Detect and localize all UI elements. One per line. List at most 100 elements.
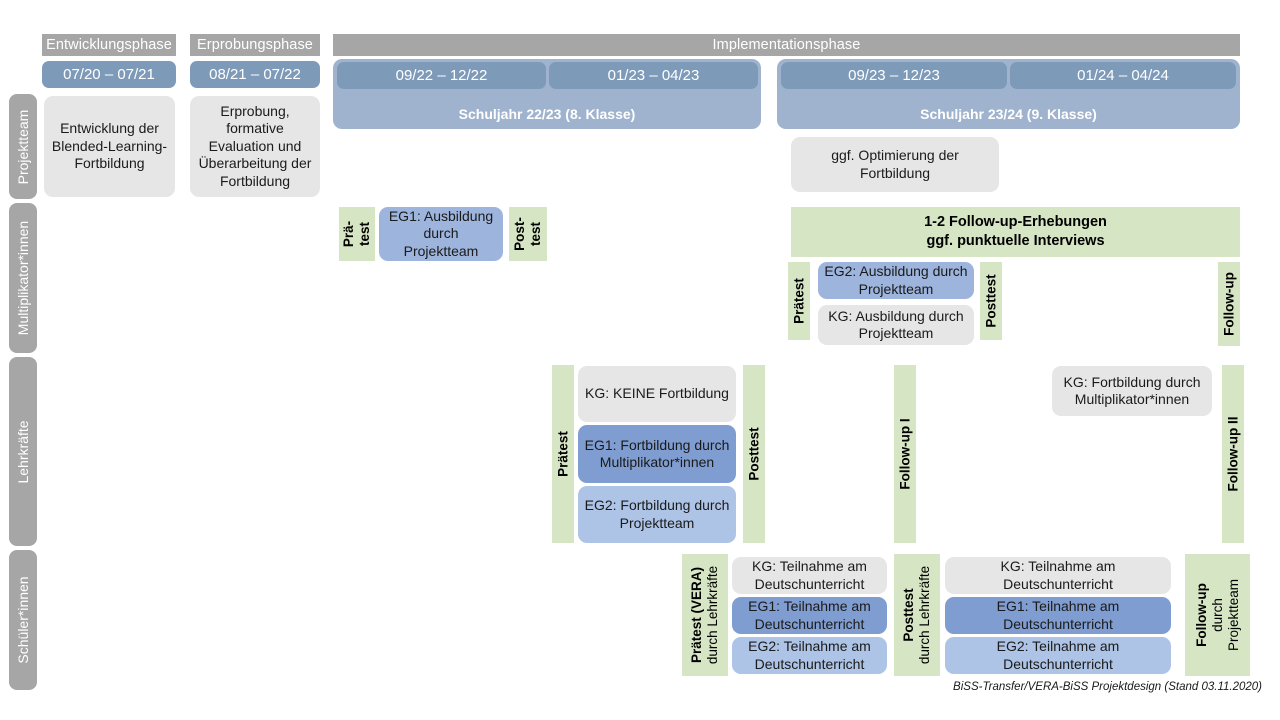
schueler-kg-2-label: KG: Teilnahme am Deutschunterricht: [1000, 558, 1116, 592]
schueler-praetest-vstack: Prätest (VERA) durch Lehrkräfte: [689, 566, 721, 664]
lehrkraefte-kg-fortbildung-label: KG: Fortbildung durch Multiplikator*inne…: [1063, 373, 1201, 408]
period-label: 01/23 – 04/23: [607, 67, 700, 84]
schueler-followup-strip: Follow-up durch Projektteam: [1185, 554, 1250, 676]
schueler-posttest-strip: Posttest durch Lehrkräfte: [894, 554, 940, 676]
lehrkraefte-eg2-label: EG2: Fortbildung durch Projektteam: [584, 497, 730, 531]
phase-header-erprobungsphase: Erprobungsphase: [190, 34, 320, 56]
schueler-posttest-vstack: Posttest durch Lehrkräfte: [901, 566, 933, 664]
multiplikatoren-kg-label: KG: Ausbildung durch Projektteam: [828, 307, 964, 342]
schueler-followup-sub1: durch: [1209, 598, 1225, 632]
period-bar-07-20-07-21: 07/20 – 07/21: [42, 61, 176, 88]
multiplikatoren-eg2-box: EG2: Ausbildung durch Projektteam: [818, 262, 974, 299]
lehrkraefte-followup-2-label: Follow-up II: [1225, 416, 1241, 492]
multiplikatoren-posttest-2-strip: Posttest: [980, 262, 1002, 340]
school-year-label: Schuljahr 22/23 (8. Klasse): [458, 106, 636, 122]
period-bar-09-23-12-23: 09/23 – 12/23: [781, 62, 1007, 89]
schueler-kg-1-box: KG: Teilnahme am Deutschunterricht: [732, 557, 887, 594]
multiplikatoren-praetest-1-line1: Prä-: [341, 220, 357, 248]
multiplikatoren-posttest-1-strip: Post- test: [509, 207, 547, 261]
phase-header-label: Erprobungsphase: [197, 37, 313, 53]
projektteam-entwicklung-label: Entwicklung der Blended-Learning-Fortbil…: [51, 120, 168, 172]
multiplikatoren-kg-box: KG: Ausbildung durch Projektteam: [818, 305, 974, 345]
lehrkraefte-eg1-box: EG1: Fortbildung durch Multiplikator*inn…: [578, 425, 736, 483]
multiplikatoren-praetest-2-label: Prätest: [791, 278, 807, 324]
multiplikatoren-posttest-1-vstack: Post- test: [512, 217, 544, 251]
phase-header-entwicklungsphase: Entwicklungsphase: [42, 34, 176, 56]
multiplikatoren-posttest-1-line2: test: [528, 222, 543, 247]
projektteam-optimierung-box: ggf. Optimierung der Fortbildung: [791, 137, 999, 192]
lehrkraefte-eg2-box: EG2: Fortbildung durch Projektteam: [578, 486, 736, 543]
schueler-praetest-strip: Prätest (VERA) durch Lehrkräfte: [682, 554, 728, 676]
multiplikatoren-followup-label: Follow-up: [1221, 272, 1237, 336]
lehrkraefte-kg-keine-label: KG: KEINE Fortbildung: [585, 385, 729, 402]
schueler-eg2-1-label: EG2: Teilnahme am Deutschunterricht: [748, 638, 871, 672]
schueler-praetest-sub: durch Lehrkräfte: [705, 565, 720, 665]
lehrkraefte-posttest-label: Posttest: [746, 427, 762, 481]
schueler-eg1-1-label: EG1: Teilnahme am Deutschunterricht: [748, 598, 871, 632]
phase-header-implementationsphase: Implementationsphase: [333, 34, 1240, 56]
schueler-followup-main: Follow-up: [1193, 583, 1209, 647]
schueler-eg2-1-box: EG2: Teilnahme am Deutschunterricht: [732, 637, 887, 674]
row-label-text: Schüler*innen: [15, 576, 31, 664]
schueler-eg1-1-box: EG1: Teilnahme am Deutschunterricht: [732, 597, 887, 634]
period-label: 08/21 – 07/22: [209, 66, 301, 83]
period-label: 07/20 – 07/21: [63, 66, 155, 83]
multiplikatoren-posttest-2-label: Posttest: [983, 274, 999, 328]
projektteam-erprobung-box: Erprobung, formative Evaluation und Über…: [190, 96, 320, 197]
lehrkraefte-posttest-strip: Posttest: [743, 365, 765, 543]
schueler-followup-vstack: Follow-up durch Projektteam: [1194, 579, 1242, 651]
lehrkraefte-praetest-label: Prätest: [555, 431, 571, 477]
period-label: 09/22 – 12/22: [395, 67, 488, 84]
multiplikatoren-praetest-2-strip: Prätest: [788, 262, 810, 340]
school-year-label: Schuljahr 23/24 (9. Klasse): [920, 106, 1097, 122]
schueler-kg-1-label: KG: Teilnahme am Deutschunterricht: [752, 558, 867, 592]
row-label-text: Projektteam: [15, 109, 31, 184]
projektteam-entwicklung-box: Entwicklung der Blended-Learning-Fortbil…: [44, 96, 175, 197]
multiplikatoren-praetest-1-line2: test: [357, 221, 372, 247]
multiplikatoren-followup-strip: Follow-up: [1218, 262, 1240, 346]
footer-note-text: BiSS-Transfer/VERA-BiSS Projektdesign (S…: [953, 681, 1262, 693]
period-bar-01-23-04-23: 01/23 – 04/23: [549, 62, 758, 89]
lehrkraefte-kg-fortbildung-box: KG: Fortbildung durch Multiplikator*inne…: [1052, 366, 1212, 416]
lehrkraefte-followup-1-label: Follow-up I: [897, 418, 913, 490]
multiplikatoren-followup-band-line2: ggf. punktuelle Interviews: [926, 233, 1105, 249]
row-label-projektteam: Projektteam: [9, 94, 37, 199]
period-bar-08-21-07-22: 08/21 – 07/22: [190, 61, 320, 88]
multiplikatoren-followup-band: 1-2 Follow-up-Erhebungen ggf. punktuelle…: [791, 207, 1240, 257]
row-label-text: Lehrkräfte: [15, 419, 31, 484]
row-label-multiplikatorinnen: Multiplikator*innen: [9, 203, 37, 353]
lehrkraefte-kg-keine-box: KG: KEINE Fortbildung: [578, 366, 736, 422]
schueler-kg-2-box: KG: Teilnahme am Deutschunterricht: [945, 557, 1171, 594]
schueler-eg2-2-label: EG2: Teilnahme am Deutschunterricht: [996, 638, 1120, 672]
multiplikatoren-praetest-1-strip: Prä- test: [339, 207, 375, 261]
multiplikatoren-eg1-box: EG1: Ausbildung durch Projektteam: [379, 207, 503, 261]
phase-header-label: Entwicklungsphase: [46, 37, 172, 53]
schueler-followup-sub2: Projektteam: [1225, 578, 1241, 652]
row-label-text: Multiplikator*innen: [15, 220, 31, 336]
lehrkraefte-followup-1-strip: Follow-up I: [894, 365, 916, 543]
schueler-eg1-2-box: EG1: Teilnahme am Deutschunterricht: [945, 597, 1171, 634]
period-bar-01-24-04-24: 01/24 – 04/24: [1010, 62, 1236, 89]
multiplikatoren-eg1-label: EG1: Ausbildung durch Projektteam: [388, 207, 494, 259]
lehrkraefte-eg1-label: EG1: Fortbildung durch Multiplikator*inn…: [584, 436, 730, 471]
schueler-posttest-main: Posttest: [901, 588, 917, 642]
projektteam-erprobung-label: Erprobung, formative Evaluation und Über…: [198, 102, 312, 189]
footer-note: BiSS-Transfer/VERA-BiSS Projektdesign (S…: [700, 681, 1262, 697]
row-label-schuelerinnen: Schüler*innen: [9, 550, 37, 690]
row-label-lehrkraefte: Lehrkräfte: [9, 357, 37, 546]
period-bar-09-22-12-22: 09/22 – 12/22: [337, 62, 546, 89]
period-label: 09/23 – 12/23: [848, 67, 940, 84]
projektteam-optimierung-label: ggf. Optimierung der Fortbildung: [831, 147, 959, 181]
schueler-eg1-2-label: EG1: Teilnahme am Deutschunterricht: [996, 598, 1120, 632]
multiplikatoren-followup-band-line1: 1-2 Follow-up-Erhebungen: [924, 214, 1107, 231]
lehrkraefte-followup-2-strip: Follow-up II: [1222, 365, 1244, 543]
schueler-praetest-main: Prätest (VERA): [689, 566, 705, 664]
lehrkraefte-praetest-strip: Prätest: [552, 365, 574, 543]
multiplikatoren-eg2-label: EG2: Ausbildung durch Projektteam: [824, 263, 968, 297]
multiplikatoren-praetest-1-vstack: Prä- test: [341, 221, 373, 247]
multiplikatoren-posttest-1-line1: Post-: [512, 217, 528, 251]
phase-header-label: Implementationsphase: [712, 37, 861, 53]
period-label: 01/24 – 04/24: [1077, 67, 1169, 84]
schueler-eg2-2-box: EG2: Teilnahme am Deutschunterricht: [945, 637, 1171, 674]
